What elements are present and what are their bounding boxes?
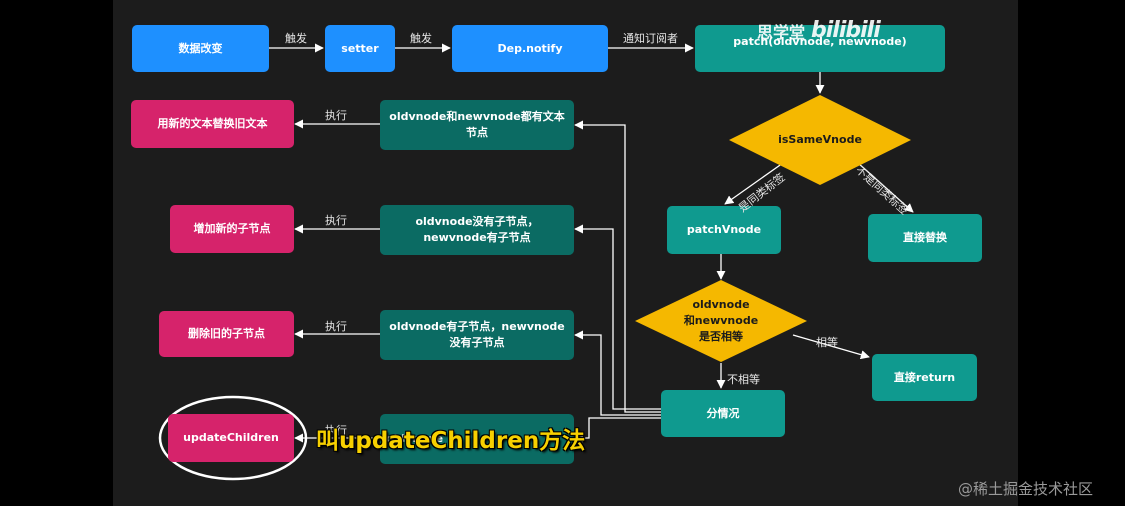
node-replace-direct: 直接替换 — [868, 214, 982, 262]
node-patch-vnode: patchVnode — [667, 206, 781, 254]
label-old-new-equal: oldvnode 和newvnode 是否相等 — [661, 297, 781, 345]
highlight-ellipse — [158, 395, 308, 481]
edge-label-exec-4: 执行 — [325, 424, 347, 437]
node-update-children: updateChildren — [168, 414, 294, 462]
edge-split-to-both-children — [574, 417, 661, 443]
node-dep-notify: Dep.notify — [452, 25, 608, 72]
diamond-is-same-vnode — [729, 95, 911, 185]
edge-split-to-both-text — [574, 120, 661, 413]
edge-label-exec-2: 执行 — [325, 214, 347, 227]
node-return-direct: 直接return — [872, 354, 977, 401]
node-patch: patch(oldvnode, newvnode) — [695, 25, 945, 72]
node-old-has-children: oldvnode有子节点，newvnode没有子节点 — [380, 310, 574, 360]
video-watermark: 思学堂 bilibili — [757, 18, 881, 43]
watermark-brand: 思学堂 — [757, 22, 806, 42]
node-both-children: oldvnode — [380, 414, 574, 464]
equal-line-1: oldvnode — [692, 298, 750, 311]
edge-label-trigger-1: 触发 — [285, 32, 307, 45]
edge-label-exec-3: 执行 — [325, 320, 347, 333]
node-setter: setter — [325, 25, 395, 72]
node-old-no-children: oldvnode没有子节点，newvnode有子节点 — [380, 205, 574, 255]
bilibili-logo-icon: bilibili — [811, 18, 881, 43]
edge-label-trigger-2: 触发 — [410, 32, 432, 45]
node-data-change: 数据改变 — [132, 25, 269, 72]
edge-label-notify: 通知订阅者 — [623, 32, 678, 45]
equal-line-3: 是否相等 — [699, 329, 743, 343]
edge-equal-to-return — [792, 334, 870, 360]
node-add-children: 增加新的子节点 — [170, 205, 294, 253]
node-both-text: oldvnode和newvnode都有文本节点 — [380, 100, 574, 150]
node-replace-text: 用新的文本替换旧文本 — [131, 100, 294, 148]
edge-split-to-old-has-children — [574, 330, 661, 416]
edge-issame-to-replace — [857, 162, 914, 213]
edge-label-not-equal: 不相等 — [727, 373, 760, 386]
edge-issame-to-patchvnode — [724, 162, 784, 205]
edge-label-exec-1: 执行 — [325, 109, 347, 122]
flowchart-canvas: 数据改变 setter Dep.notify patch(oldvnode, n… — [113, 0, 1018, 506]
node-remove-children: 删除旧的子节点 — [159, 311, 294, 357]
node-case-split: 分情况 — [661, 390, 785, 437]
edge-split-to-old-no-children — [574, 224, 661, 410]
label-is-same-vnode: isSameVnode — [778, 133, 862, 146]
diamond-old-new-equal — [635, 280, 807, 362]
edge-label-equal: 相等 — [816, 336, 838, 349]
connector-layer — [158, 43, 914, 481]
source-credit: @稀土掘金技术社区 — [958, 480, 1094, 498]
video-subtitle: 叫updateChildren方法 — [316, 428, 586, 454]
equal-line-2: 和newvnode — [683, 313, 759, 327]
